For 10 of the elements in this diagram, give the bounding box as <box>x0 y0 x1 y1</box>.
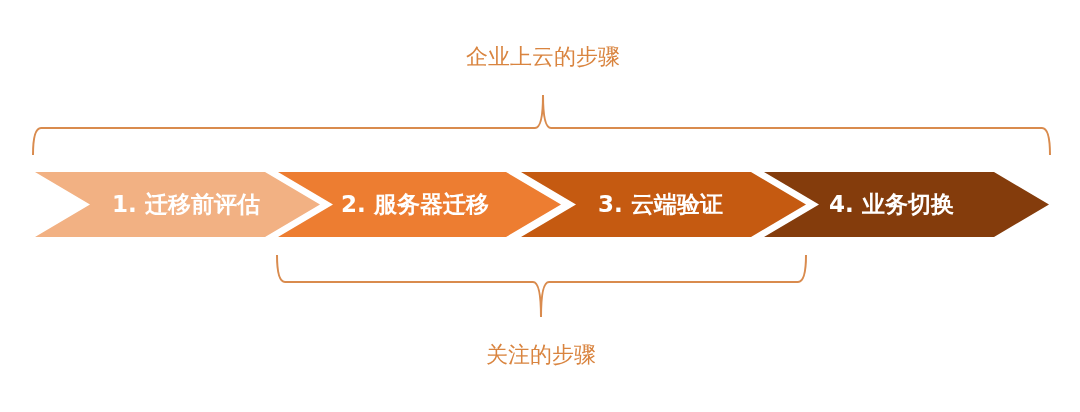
chevron-step <box>521 172 806 237</box>
step-label: 2. 服务器迁移 <box>341 190 489 219</box>
chevron-step <box>278 172 561 237</box>
step-label: 3. 云端验证 <box>598 190 723 219</box>
step-label: 1. 迁移前评估 <box>112 190 260 219</box>
bracket-label: 企业上云的步骤 <box>466 44 620 71</box>
chevron-step <box>764 172 1049 237</box>
bracket-label: 关注的步骤 <box>486 342 596 369</box>
chevron-step <box>35 172 320 237</box>
step-label: 4. 业务切换 <box>829 190 954 219</box>
